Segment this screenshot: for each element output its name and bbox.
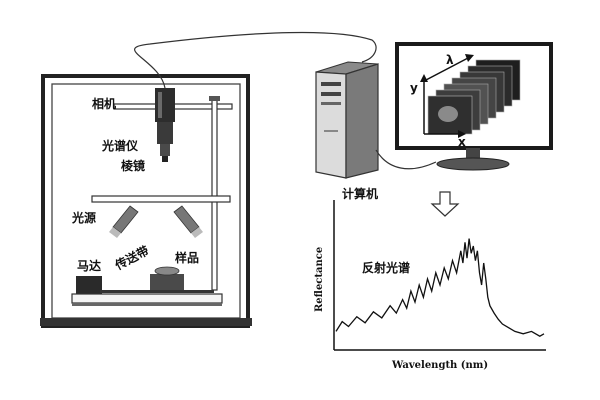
conveyor-platform [71,293,223,304]
motor-block [76,276,102,298]
lamp-right [173,205,203,238]
sample-holder [150,274,184,290]
down-arrow-icon [430,191,460,217]
monitor-axis-lambda [425,57,469,81]
plot-ylabel: Reflectance [314,247,325,312]
tower-vent [324,130,338,132]
prism-body [160,144,170,156]
monitor-stand-base [436,157,510,171]
camera-spectrometer [155,88,175,162]
cube-sample-spot [438,106,458,122]
spectrum-line [335,238,545,337]
label-conveyor: 传送带 [111,242,151,273]
tower-drive-1 [321,82,341,86]
tower-side [345,63,379,179]
tower-front [315,71,347,179]
label-motor: 马达 [77,258,101,273]
support-pole-cap [209,96,220,101]
monitor-cable [375,149,437,170]
camera-highlight [158,92,162,118]
label-sample: 样品 [175,250,199,265]
monitor-label-lambda: λ [446,53,454,67]
lens-tip [162,156,168,162]
down-arrow-shape [430,191,460,217]
light-source-bar [91,195,231,203]
label-computer: 计算机 [342,186,378,201]
monitor-axis-lambda-arrow [465,54,474,62]
monitor: y x λ [395,42,553,171]
frame-base [40,318,252,326]
monitor-stand-neck [466,148,480,160]
lamp-left-glow [109,227,121,238]
spectrum-plot: Reflectance Wavelength (nm) 反射光谱 [314,200,546,371]
lamp-right-glow [191,227,203,238]
label-prism: 棱镜 [121,158,145,173]
spectrometer-body [157,122,173,144]
tower-drive-2 [321,92,341,96]
conveyor-belt-top [100,290,214,293]
lamp-left-body [112,205,139,234]
lamp-right-body [173,205,200,234]
tower-drive-3 [321,102,341,105]
monitor-axis-x-arrow [458,130,466,138]
conveyor-assembly [71,266,223,306]
plot-annotation: 反射光谱 [362,260,410,275]
conveyor-rail [72,303,222,306]
lamp-left [109,205,139,238]
computer-tower [315,61,379,179]
sample-item [154,266,180,276]
label-spectrometer: 光谱仪 [101,138,139,153]
hypercube-stack [427,59,521,135]
support-pole [211,97,218,291]
imaging-frame [40,74,252,328]
monitor-label-y: y [410,81,418,95]
label-light-source: 光源 [71,210,96,225]
monitor-label-x: x [458,135,466,149]
plot-xlabel: Wavelength (nm) [391,360,488,371]
camera-cable [134,31,377,89]
label-camera: 相机 [92,96,116,111]
